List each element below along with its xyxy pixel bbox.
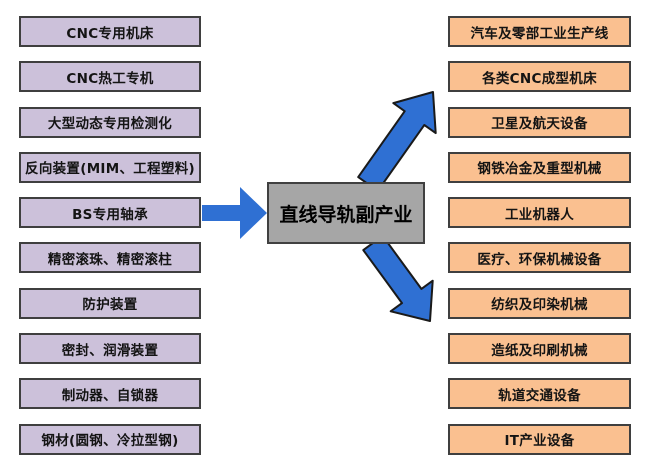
upstream-item-protection: 防护装置 (19, 287, 201, 319)
downstream-item-satellite-aerospace: 卫星及航天设备 (448, 106, 631, 138)
upstream-item-cnc-machine: CNC专用机床 (19, 16, 201, 47)
downstream-item-paper-printing: 造纸及印刷机械 (448, 333, 631, 365)
upstream-item-brake-lock: 制动器、自锁器 (19, 378, 201, 410)
upstream-item-steel: 钢材(圆钢、冷拉型钢) (19, 423, 201, 455)
center-industry-box: 直线导轨副产业 (267, 182, 425, 244)
downstream-item-it-equipment: IT产业设备 (448, 423, 631, 455)
downstream-column: 汽车及零部工业生产线 各类CNC成型机床 卫星及航天设备 钢铁冶金及重型机械 工… (448, 16, 631, 455)
upstream-item-bs-bearing: BS专用轴承 (19, 197, 201, 229)
downstream-item-rail-transit: 轨道交通设备 (448, 378, 631, 410)
downstream-item-industrial-robot: 工业机器人 (448, 197, 631, 229)
downstream-item-auto-production-line: 汽车及零部工业生产线 (448, 16, 631, 47)
upstream-item-reverse-device: 反向装置(MIM、工程塑料) (19, 151, 201, 183)
upstream-column: CNC专用机床 CNC热工专机 大型动态专用检测化 反向装置(MIM、工程塑料)… (19, 16, 201, 455)
arrow-left-to-center (202, 187, 267, 239)
downstream-item-textile-printing: 纺织及印染机械 (448, 287, 631, 319)
upstream-item-precision-balls: 精密滚珠、精密滚柱 (19, 242, 201, 274)
upstream-item-dynamic-testing: 大型动态专用检测化 (19, 106, 201, 138)
arrow-center-to-lower-right (362, 234, 434, 322)
downstream-item-steel-heavy-machinery: 钢铁冶金及重型机械 (448, 151, 631, 183)
upstream-item-cnc-thermal: CNC热工专机 (19, 61, 201, 93)
downstream-item-medical-environment: 医疗、环保机械设备 (448, 242, 631, 274)
arrow-center-to-upper-right (357, 91, 437, 192)
downstream-item-cnc-forming: 各类CNC成型机床 (448, 61, 631, 93)
upstream-item-seal-lubrication: 密封、润滑装置 (19, 333, 201, 365)
